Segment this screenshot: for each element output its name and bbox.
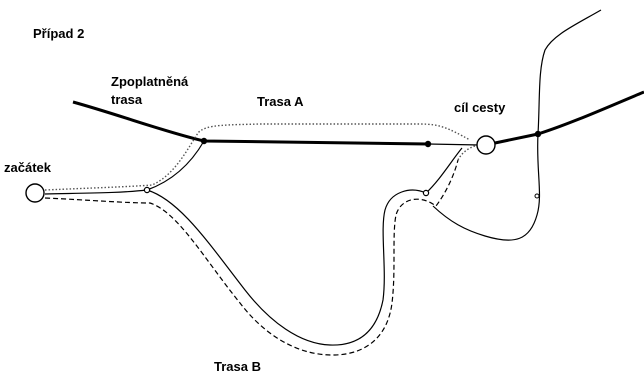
junction-north-road (534, 130, 542, 138)
toll-road-label-line1: Zpoplatněná (111, 74, 189, 89)
junction-loop (422, 189, 430, 197)
route-b-path (44, 159, 459, 356)
junction-start-split (143, 186, 151, 194)
route-a-path (44, 123, 471, 191)
diagram-title: Případ 2 (33, 26, 84, 41)
toll-road-west (72, 100, 429, 146)
toll-road-east (494, 90, 644, 145)
junction-toll-west (200, 137, 208, 145)
route-b-arrival (457, 144, 479, 161)
route-a-label: Trasa A (257, 94, 304, 109)
start-connector-road (44, 140, 205, 195)
toll-road-to-destination (427, 143, 481, 146)
toll-road-label-line2: trasa (111, 92, 143, 107)
start-label: začátek (4, 160, 52, 175)
lower-loop-road (146, 147, 463, 346)
destination-label: cíl cesty (454, 100, 506, 115)
north-road (432, 9, 602, 241)
route-b-label: Trasa B (214, 359, 261, 374)
junction-toll-east (424, 140, 432, 148)
destination-marker (476, 135, 496, 155)
start-marker (25, 183, 45, 203)
junction-north-small (534, 193, 540, 199)
